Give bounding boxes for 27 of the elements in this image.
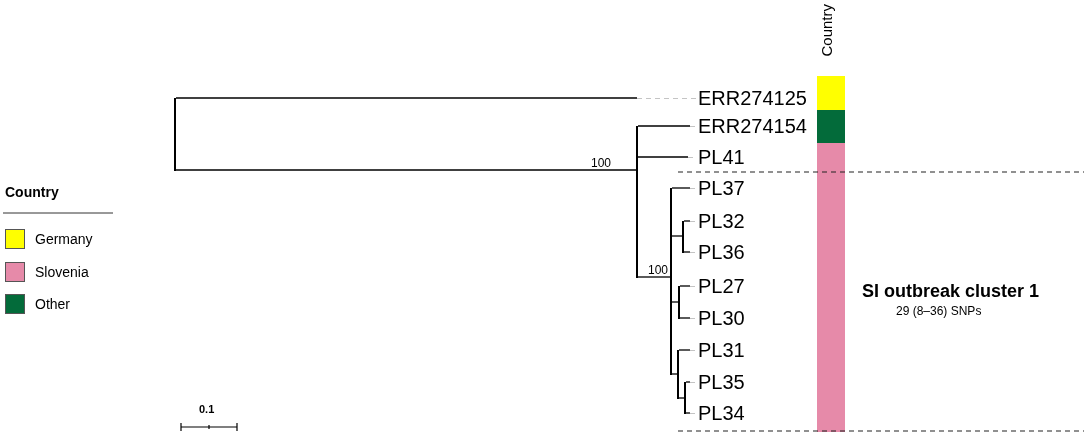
tree-branch bbox=[678, 349, 691, 351]
tree-branch bbox=[637, 276, 671, 278]
tree-branch bbox=[671, 235, 683, 237]
tree-branch bbox=[685, 412, 691, 414]
bootstrap-value: 100 bbox=[591, 156, 612, 170]
legend-title: Country bbox=[5, 184, 59, 200]
tree-branch bbox=[671, 373, 678, 375]
tree-branch bbox=[683, 220, 691, 222]
tree-branch bbox=[175, 169, 637, 171]
tree-branch bbox=[683, 251, 691, 253]
tree-branch bbox=[671, 187, 691, 189]
scale-label: 0.1 bbox=[199, 403, 215, 416]
legend-label: Other bbox=[35, 295, 70, 313]
tree-branch bbox=[678, 397, 685, 399]
tree-branch bbox=[671, 301, 679, 303]
snp-distance: 29 (8–36) SNPs bbox=[896, 304, 982, 318]
tree-branch bbox=[679, 285, 691, 287]
column-heading: Country bbox=[818, 4, 835, 57]
tree-branch bbox=[637, 125, 691, 127]
tree-branch bbox=[685, 381, 691, 383]
tree-branch bbox=[679, 317, 691, 319]
legend-label: Slovenia bbox=[35, 262, 89, 281]
tree-branch bbox=[637, 156, 689, 158]
cluster-label: SI outbreak cluster 1 bbox=[862, 281, 1040, 301]
legend-label: Germany bbox=[35, 230, 93, 248]
tree-branch bbox=[175, 97, 638, 99]
bootstrap-value: 100 bbox=[648, 263, 669, 277]
